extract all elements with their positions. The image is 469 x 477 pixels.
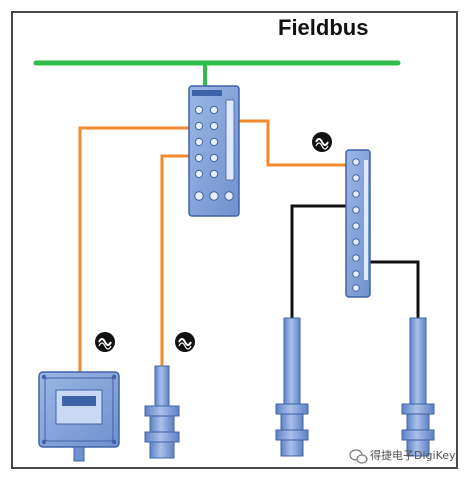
standard-sensor-left xyxy=(275,317,309,457)
diagram-title: Fieldbus xyxy=(278,15,368,40)
cable-to-io-hub xyxy=(238,119,346,167)
io-hub-module xyxy=(345,149,371,298)
wechat-icon xyxy=(349,449,368,464)
cable-to-sensor-left xyxy=(290,204,346,318)
io-link-master-module xyxy=(188,85,240,217)
io-link-cables xyxy=(78,119,346,372)
watermark-text: 得捷电子DigiKey xyxy=(370,448,456,462)
proximity-sensor-cylinder xyxy=(144,365,180,459)
wireless-signal-icon xyxy=(175,332,195,352)
cable-to-proximity-sensor xyxy=(160,154,190,366)
box-sensor xyxy=(38,371,120,462)
watermark: 得捷电子DigiKey xyxy=(349,448,456,464)
cable-to-box-sensor xyxy=(78,126,190,372)
wireless-signal-icon xyxy=(95,332,115,352)
standard-sensor-right xyxy=(401,317,435,457)
wireless-signal-icon xyxy=(312,132,332,152)
